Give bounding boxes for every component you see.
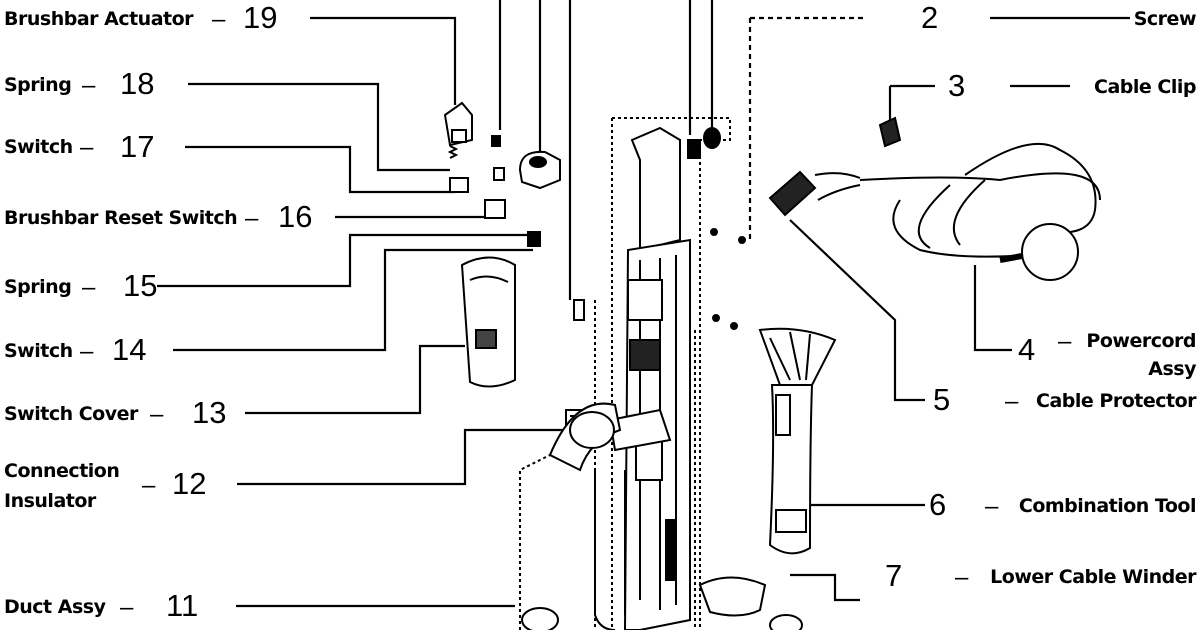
callout-label-16: Brushbar Reset Switch <box>4 207 238 229</box>
leader-line-17 <box>185 145 455 194</box>
callout-dash-11: – <box>120 594 134 621</box>
callout-dash-14: – <box>80 338 94 365</box>
callout-dash-15: – <box>82 274 96 301</box>
inner-column-outline <box>594 300 696 630</box>
callout-dash-16: – <box>245 205 259 232</box>
brushbar-actuator-part <box>443 101 473 147</box>
leader-line-14 <box>173 248 533 352</box>
reset-switch-part <box>484 199 506 219</box>
callout-dash-7: – <box>955 564 969 591</box>
callout-number-12: 12 <box>172 466 207 501</box>
lower-cable-winder-part <box>698 576 803 630</box>
callout-number-3: 3 <box>948 68 966 103</box>
callout-dash-19: – <box>212 6 226 33</box>
callout-number-16: 16 <box>278 199 313 234</box>
upright-body-part <box>608 126 691 630</box>
leader-line-13 <box>245 344 465 415</box>
callout-label-11: Duct Assy <box>4 596 106 618</box>
callout-label-13: Switch Cover <box>4 403 138 425</box>
leader-line-7 <box>790 573 860 602</box>
callout-label-15: Spring <box>4 276 72 298</box>
callout-label-17: Switch <box>4 136 73 158</box>
switch-17-part <box>449 177 469 193</box>
leader-line-15 <box>157 233 530 288</box>
callout-label-6: Combination Tool <box>1018 495 1197 517</box>
callout-number-17: 17 <box>120 129 155 164</box>
callout-dash-6: – <box>985 493 999 520</box>
screws-part <box>687 127 746 330</box>
callout-label-18: Spring <box>4 74 72 96</box>
callout-dash-12: – <box>142 472 156 499</box>
callout-number-7: 7 <box>885 558 903 593</box>
small-parts-cluster <box>447 135 585 321</box>
duct-assy-part <box>521 402 626 630</box>
spring-15-part <box>527 231 541 247</box>
callout-number-19: 19 <box>243 0 278 35</box>
callout-dash-17: – <box>80 134 94 161</box>
switch-housing-part <box>460 256 599 437</box>
callout-number-4: 4 <box>1018 332 1036 367</box>
leader-line-18 <box>188 82 450 172</box>
callout-number-11: 11 <box>166 588 199 623</box>
callout-number-6: 6 <box>929 487 947 522</box>
callout-dash-13: – <box>150 401 164 428</box>
callout-dash-18: – <box>82 72 96 99</box>
callout-label-5: Cable Protector <box>1036 390 1196 412</box>
leader-line-5 <box>789 219 925 402</box>
callout-label-12-line1: Connection <box>4 460 120 482</box>
leader-line-4 <box>973 265 1012 352</box>
callout-number-18: 18 <box>120 66 155 101</box>
callout-label-7: Lower Cable Winder <box>990 566 1196 588</box>
leader-line-12 <box>237 428 568 486</box>
callout-dash-5: – <box>1005 388 1019 415</box>
callout-label-12-line2: Insulator <box>4 490 96 512</box>
combination-tool-part <box>758 327 837 555</box>
callout-label-14: Switch <box>4 340 73 362</box>
leader-line-2-drop <box>748 16 865 240</box>
spring-18-part <box>447 145 459 159</box>
callout-number-14: 14 <box>112 332 147 367</box>
callout-label-4-line2: Assy <box>1148 358 1196 380</box>
leader-line-3-drop <box>888 84 935 120</box>
callout-number-5: 5 <box>933 382 951 417</box>
callout-number-13: 13 <box>192 395 227 430</box>
leader-line-19 <box>310 16 457 105</box>
callout-dash-4: – <box>1058 328 1072 355</box>
cable-protector-part <box>768 170 861 217</box>
callout-label-4-line1: Powercord <box>1086 330 1196 352</box>
callout-label-3: Cable Clip <box>1094 76 1196 98</box>
callout-number-15: 15 <box>123 268 158 303</box>
cable-clip-part <box>878 116 902 148</box>
callout-label-2: Screw <box>1133 8 1197 30</box>
leader-lines <box>157 0 1130 608</box>
callout-number-2: 2 <box>921 0 939 35</box>
powercord-part <box>859 142 1101 281</box>
callout-label-19: Brushbar Actuator <box>4 8 194 30</box>
